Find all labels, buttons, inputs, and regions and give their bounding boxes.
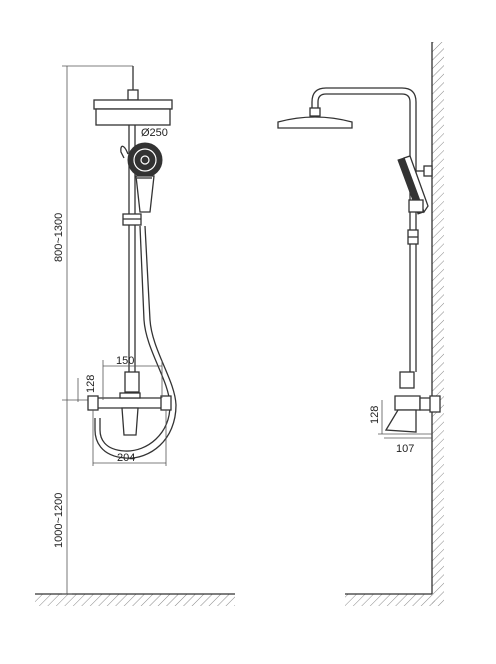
side-riser-pipe xyxy=(311,87,417,372)
front-shower-head-icon xyxy=(93,66,173,126)
dimension-128-side: 128 xyxy=(369,400,432,435)
front-hose xyxy=(94,225,177,459)
head-diameter-label: Ø250 xyxy=(141,127,168,139)
side-floor-icon xyxy=(345,593,435,606)
side-shower-head-icon xyxy=(277,107,353,129)
height-dimension-line xyxy=(62,65,133,595)
side-mixer-valve-icon xyxy=(384,371,441,433)
front-view: 150 128 204 Ø250 800~1300 1000~1200 xyxy=(35,65,235,606)
dimension-204-label: 204 xyxy=(117,452,135,464)
dimension-150: 150 xyxy=(102,355,163,400)
dimension-128-front-label: 128 xyxy=(85,375,97,393)
front-slide-bracket xyxy=(122,213,142,226)
dimension-128-front: 128 xyxy=(77,375,97,402)
front-mixer-valve-icon xyxy=(87,371,172,436)
side-wall-icon xyxy=(431,42,444,606)
dimension-150-label: 150 xyxy=(116,355,134,367)
side-slide-bracket xyxy=(407,229,419,245)
dimension-107: 107 xyxy=(384,437,432,455)
dimension-107-label: 107 xyxy=(396,443,414,455)
front-hand-shower-icon xyxy=(120,142,163,213)
height-bottom-label: 1000~1200 xyxy=(53,493,65,548)
side-view: 128 107 xyxy=(277,42,444,606)
front-floor-icon xyxy=(35,593,235,606)
side-hand-shower-icon xyxy=(397,155,433,215)
dimension-204: 204 xyxy=(92,410,167,466)
dimension-128-side-label: 128 xyxy=(369,406,381,424)
height-top-label: 800~1300 xyxy=(53,213,65,262)
